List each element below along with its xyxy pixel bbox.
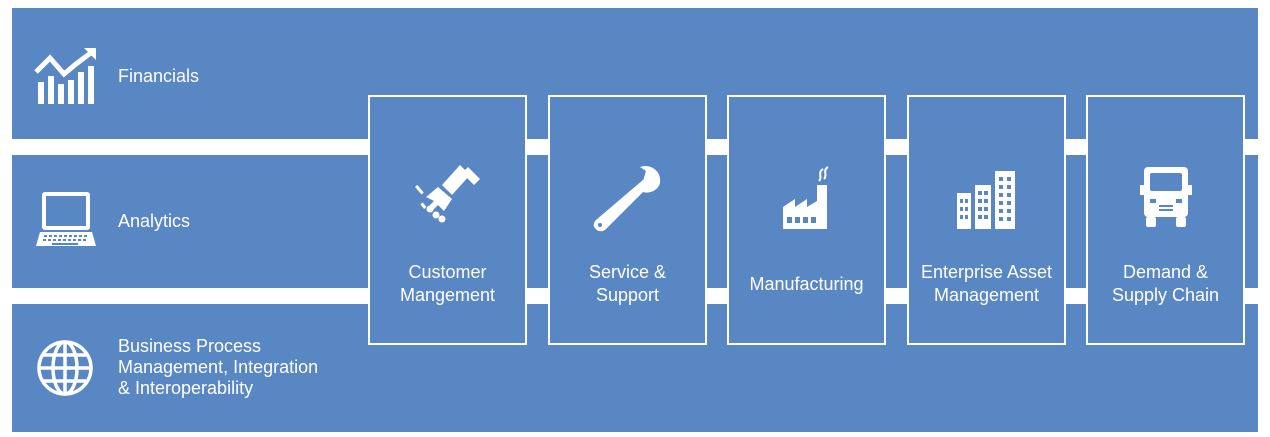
module-tile-manufacturing: Manufacturing [727,95,886,345]
truck-icon [1126,159,1206,239]
module-tile-enterprise-asset-management: Enterprise Asset Management [907,95,1066,345]
globe-icon [32,335,98,401]
row-label-business-process: Business Process Management, Integration… [118,336,319,398]
module-label-customer-management: Customer Mangement [399,262,496,305]
handshake-icon [408,159,488,239]
row-label-analytics: Analytics [118,211,191,231]
module-label-service-support: Service & Support [588,262,667,305]
module-tile-customer-management: Customer Mangement [368,95,527,345]
growth-chart-icon [32,42,98,108]
factory-icon [767,159,847,239]
module-tile-demand-supply-chain: Demand & Supply Chain [1086,95,1245,345]
module-tile-service-support: Service & Support [548,95,707,345]
laptop-icon [32,188,98,254]
module-label-enterprise-asset-management: Enterprise Asset Management [920,262,1053,305]
wrench-icon [588,159,668,239]
module-label-demand-supply-chain: Demand & Supply Chain [1111,262,1220,305]
row-label-financials: Financials [118,66,200,86]
module-label-manufacturing: Manufacturing [749,273,864,294]
buildings-icon [947,159,1027,239]
